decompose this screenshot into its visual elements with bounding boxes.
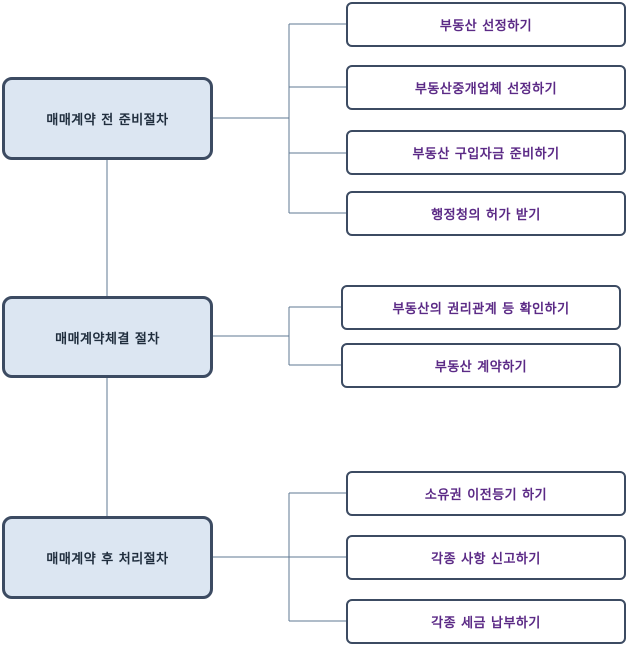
step-report-items: 각종 사항 신고하기 <box>346 535 626 580</box>
step-get-permit: 행정청의 허가 받기 <box>346 191 626 236</box>
step-select-agency: 부동산중개업체 선정하기 <box>346 65 626 110</box>
stage-contract: 매매계약체결 절차 <box>2 296 213 378</box>
step-sign-contract: 부동산 계약하기 <box>341 343 621 388</box>
step-pay-taxes: 각종 세금 납부하기 <box>346 599 626 644</box>
step-prepare-funds: 부동산 구입자금 준비하기 <box>346 130 626 175</box>
step-select-property: 부동산 선정하기 <box>346 2 626 47</box>
stage-pre-contract: 매매계약 전 준비절차 <box>2 77 213 160</box>
step-transfer-registration: 소유권 이전등기 하기 <box>346 471 626 516</box>
step-check-rights: 부동산의 권리관계 등 확인하기 <box>341 285 621 330</box>
stage-post-contract: 매매계약 후 처리절차 <box>2 516 213 599</box>
